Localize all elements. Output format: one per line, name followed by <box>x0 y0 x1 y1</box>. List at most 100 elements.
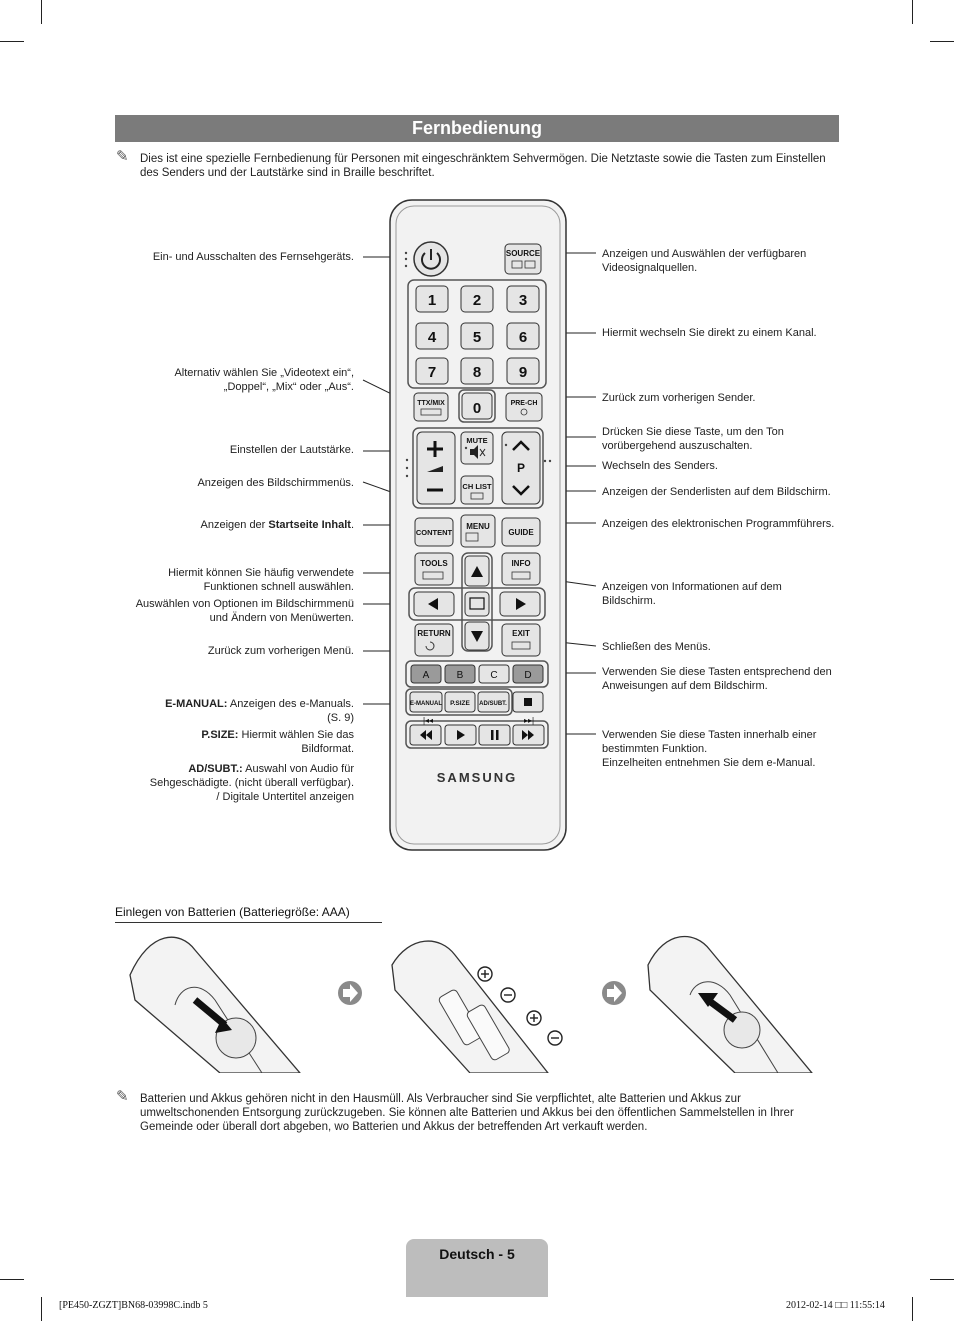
color-key-a[interactable] <box>410 664 442 684</box>
channel-p-label: P <box>517 461 525 475</box>
info-label: INFO <box>511 559 530 568</box>
guide-button[interactable] <box>501 517 541 547</box>
info-icon <box>511 571 531 580</box>
label-ttx-line1: Alternativ wählen Sie „Videotext ein“, <box>174 367 354 379</box>
p-size-button[interactable] <box>444 691 476 713</box>
digit-button-8[interactable] <box>460 357 494 385</box>
enter-button[interactable] <box>464 591 490 617</box>
e-manual-label: E-MANUAL <box>410 701 442 707</box>
label-content: Anzeigen der Startseite Inhalt. <box>100 518 354 532</box>
label-tools-line2: Funktionen schnell auswählen. <box>203 581 354 593</box>
digit-button-5[interactable] <box>460 322 494 350</box>
label-adsubt-text1: Auswahl von Audio für <box>242 763 354 775</box>
ttx-mix-label: TTX/MIX <box>417 400 445 407</box>
digit-1-label: 1 <box>428 292 436 309</box>
label-ttx: Alternativ wählen Sie „Videotext ein“, „… <box>100 366 354 394</box>
source-button[interactable] <box>504 243 542 275</box>
color-key-c[interactable] <box>478 664 510 684</box>
ttx-mix-button[interactable] <box>413 392 449 422</box>
color-key-d[interactable] <box>512 664 544 684</box>
pre-ch-button[interactable] <box>505 392 543 422</box>
content-button[interactable] <box>414 517 454 547</box>
digit-button-1[interactable] <box>415 285 449 313</box>
label-psize-bold: P.SIZE: <box>201 729 239 741</box>
label-tools-line1: Hiermit können Sie häufig verwendete <box>168 567 354 579</box>
label-mute-line1: Drücken Sie diese Taste, um den Ton <box>602 426 784 438</box>
ch-list-label: CH LIST <box>462 482 492 491</box>
label-emanual: E-MANUAL: Anzeigen des e-Manuals. (S. 9) <box>100 697 354 725</box>
intro-note: ✎ Dies ist eine spezielle Fernbedienung … <box>116 149 830 180</box>
label-adsubt-text3: / Digitale Untertitel anzeigen <box>216 791 354 803</box>
digit-9-label: 9 <box>519 364 527 381</box>
stop-icon <box>524 698 532 706</box>
page-title: Fernbedienung <box>115 115 839 142</box>
footer-file-info: [PE450-ZGZT]BN68-03998C.indb 5 <box>59 1300 208 1311</box>
pause-icon <box>491 730 499 740</box>
battery-section-title: Einlegen von Batterien (Batteriegröße: A… <box>115 905 382 923</box>
digit-button-4[interactable] <box>415 322 449 350</box>
digit-button-0[interactable] <box>461 392 493 420</box>
tools-label: TOOLS <box>420 559 448 568</box>
enter-icon <box>469 597 485 610</box>
label-media-line3: Einzelheiten entnehmen Sie dem e-Manual. <box>602 757 816 769</box>
content-label: CONTENT <box>416 528 453 537</box>
crop-mark <box>0 1279 24 1280</box>
label-media-line1: Verwenden Sie diese Tasten innerhalb ein… <box>602 729 817 741</box>
digit-button-6[interactable] <box>506 322 540 350</box>
label-emanual-page: (S. 9) <box>327 712 354 724</box>
step-arrow-icon <box>602 981 626 1005</box>
channel-rocker[interactable] <box>501 431 541 505</box>
pre-ch-label: PRE-CH <box>511 400 538 407</box>
pause-button[interactable] <box>478 724 511 746</box>
source-icon <box>511 260 523 269</box>
label-content-post: . <box>350 519 354 531</box>
digit-button-7[interactable] <box>415 357 449 385</box>
battery-note-text: Batterien und Akkus gehören nicht in den… <box>140 1093 794 1133</box>
crop-mark <box>912 1297 913 1321</box>
ad-subt-button[interactable] <box>477 691 510 713</box>
volume-rocker[interactable] <box>416 431 456 505</box>
label-media: Verwenden Sie diese Tasten innerhalb ein… <box>602 728 852 770</box>
label-info-line1: Anzeigen von Informationen auf dem <box>602 581 782 593</box>
digit-7-label: 7 <box>428 364 436 381</box>
remote-body-inner <box>395 205 561 845</box>
digit-button-9[interactable] <box>506 357 540 385</box>
exit-button[interactable] <box>501 623 541 657</box>
page-number-tab <box>406 1239 548 1297</box>
e-manual-button[interactable] <box>409 691 443 713</box>
p-size-label: P.SIZE <box>450 700 470 707</box>
label-channel: Wechseln des Senders. <box>602 460 718 472</box>
ch-list-button[interactable] <box>460 475 494 505</box>
label-nav-line1: Auswählen von Optionen im Bildschirmmenü <box>135 598 354 610</box>
label-adsubt-text2: Sehgeschädigte. (nicht überall verfügbar… <box>149 777 354 789</box>
function-keys-frame <box>405 688 513 716</box>
label-nav-line2: und Ändern von Menüwerten. <box>209 612 354 624</box>
exit-label: EXIT <box>512 629 530 638</box>
label-content-pre: Anzeigen der <box>200 519 269 531</box>
label-color-line1: Verwenden Sie diese Tasten entsprechend … <box>602 666 832 678</box>
label-numbers: Hiermit wechseln Sie direkt zu einem Kan… <box>602 327 817 339</box>
menu-button[interactable] <box>460 514 496 548</box>
color-key-b[interactable] <box>444 664 476 684</box>
digit-button-2[interactable] <box>460 285 494 313</box>
channel-up-icon <box>512 440 530 451</box>
label-emanual-text: Anzeigen des e-Manuals. <box>227 698 354 710</box>
source-icon-2 <box>524 260 536 269</box>
note-pen-icon: ✎ <box>116 1088 129 1105</box>
info-button[interactable] <box>501 552 541 586</box>
label-source: Anzeigen und Auswählen der verfügbaren V… <box>602 247 852 275</box>
svg-text:|◂◂: |◂◂ <box>423 716 433 725</box>
label-chlist: Anzeigen der Senderlisten auf dem Bildsc… <box>602 486 831 498</box>
label-menu: Anzeigen des Bildschirmmenüs. <box>197 477 354 489</box>
digit-button-3[interactable] <box>506 285 540 313</box>
label-adsubt-bold: AD/SUBT.: <box>188 763 243 775</box>
guide-label: GUIDE <box>508 528 534 537</box>
nav-up-icon <box>471 566 483 577</box>
label-volume: Einstellen der Lautstärke. <box>229 444 354 456</box>
tools-button[interactable] <box>414 552 454 586</box>
tools-icon <box>422 571 444 580</box>
crop-mark <box>930 41 954 42</box>
return-button[interactable] <box>414 623 454 657</box>
